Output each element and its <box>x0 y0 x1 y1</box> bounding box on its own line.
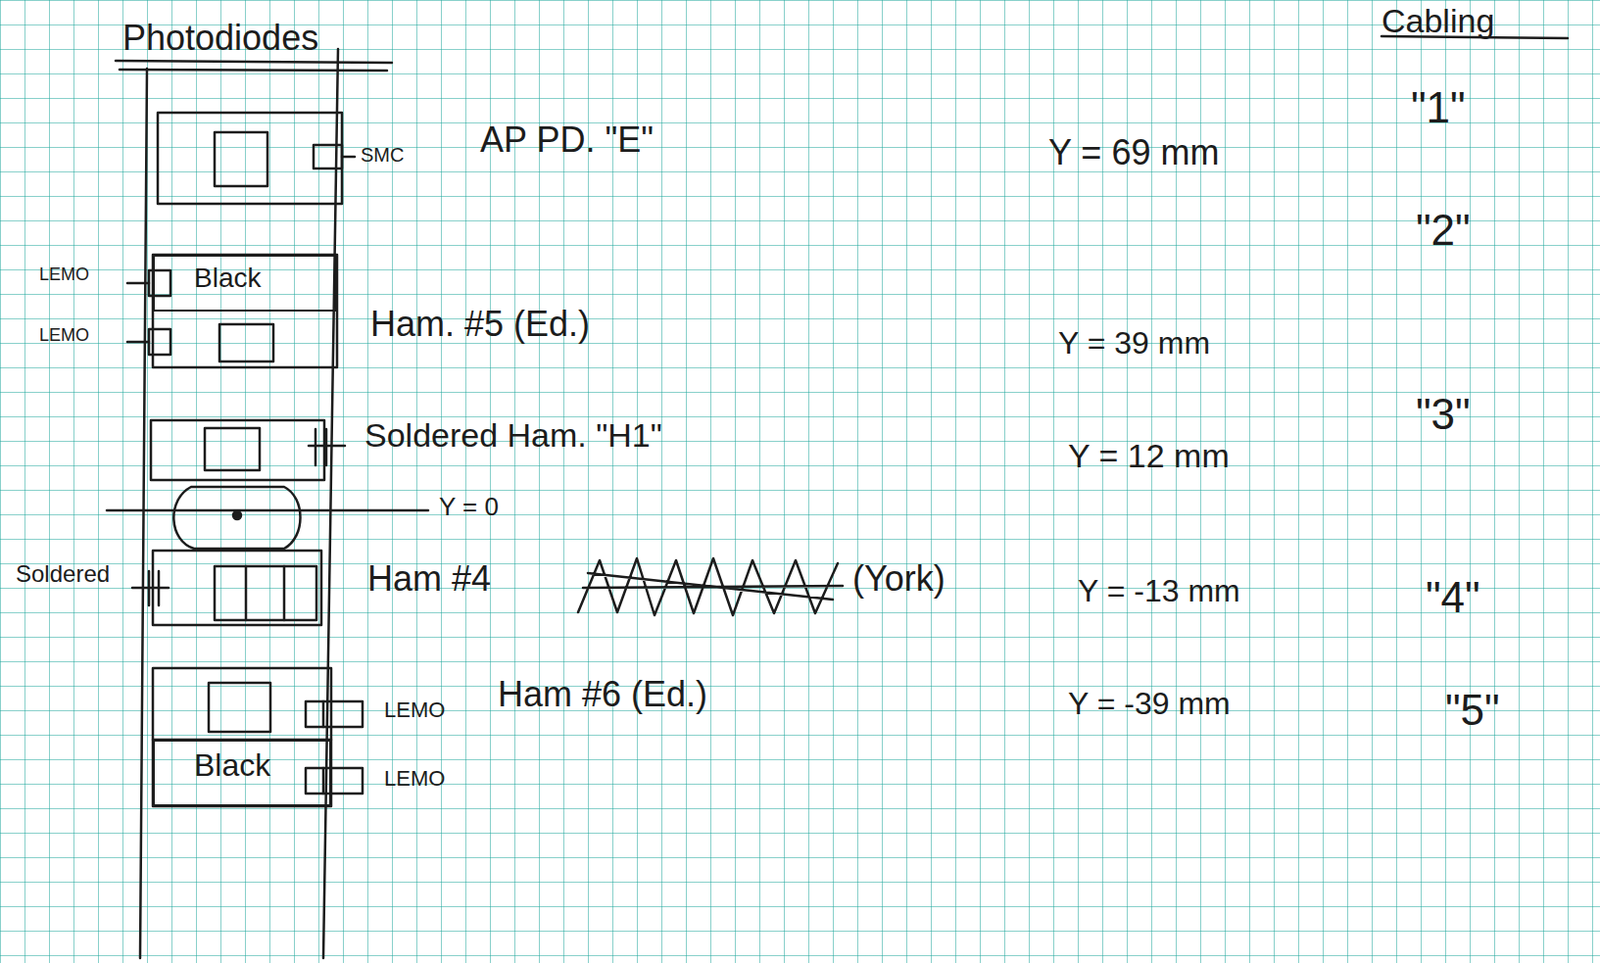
note-label: AP PD. "E" <box>480 119 654 160</box>
note-label: LEMO <box>39 325 90 346</box>
label-box: Black <box>152 254 338 312</box>
sketch-line <box>147 571 151 606</box>
sketch-line <box>119 69 388 71</box>
sketch-line <box>106 509 429 513</box>
note-label: LEMO <box>384 697 445 723</box>
note-label: (York) <box>852 558 946 599</box>
note-label: "2" <box>1415 205 1471 256</box>
sketch-line <box>323 48 339 959</box>
page-title: Photodiodes <box>122 17 319 58</box>
sketch-line <box>152 550 322 626</box>
sketch-line <box>325 429 329 466</box>
note-label: Y = 0 <box>438 492 499 523</box>
sketch-line <box>157 112 342 204</box>
note-label: "4" <box>1425 573 1481 624</box>
sketch-line <box>341 155 355 159</box>
note-label: Cabling <box>1381 1 1495 41</box>
sketch-line <box>115 60 392 63</box>
sketch-line <box>283 566 287 621</box>
sketch-line <box>150 420 325 481</box>
note-label: Y = 69 mm <box>1048 132 1219 173</box>
sketch-line <box>157 571 161 606</box>
note-label: Ham #6 (Ed.) <box>497 674 708 715</box>
sketch-line <box>152 668 332 807</box>
sketch-line <box>322 768 326 794</box>
note-label: Soldered Ham. "H1" <box>364 416 663 455</box>
sketch-line <box>244 566 248 621</box>
note-label: "1" <box>1410 83 1466 134</box>
note-label: SMC <box>360 144 404 167</box>
sketch-line <box>214 132 268 187</box>
sketch-line <box>313 145 342 169</box>
box-text: Black <box>193 262 261 294</box>
note-label: Y = 12 mm <box>1067 436 1230 476</box>
note-label: Y = -13 mm <box>1077 573 1241 610</box>
sketch-line <box>578 558 843 616</box>
note-label: Y = 39 mm <box>1058 325 1211 362</box>
sketch-line <box>322 701 326 728</box>
sketch-line <box>214 566 317 621</box>
note-label: Ham #4 <box>367 558 491 599</box>
sketch-line <box>127 282 149 286</box>
sketch-line <box>219 324 274 362</box>
label-box: Black <box>152 739 332 807</box>
note-label: LEMO <box>39 264 90 286</box>
sketch-line <box>152 254 338 368</box>
note-label: "3" <box>1415 389 1471 440</box>
note-label: Y = -39 mm <box>1067 685 1231 723</box>
sketch-line <box>132 586 169 590</box>
sketch-line <box>127 340 149 344</box>
sketch-line <box>106 36 1568 959</box>
note-label: Soldered <box>15 560 110 588</box>
note-label: Ham. #5 (Ed.) <box>370 303 590 344</box>
sketch-line <box>305 701 363 728</box>
sketch-line <box>204 428 260 471</box>
sketch-line <box>305 768 363 794</box>
sketch-line <box>140 68 147 959</box>
sketch-line <box>173 486 300 549</box>
sketch-line <box>314 429 318 466</box>
note-label: LEMO <box>384 766 445 791</box>
note-label: "5" <box>1445 685 1501 736</box>
sketch-line <box>148 329 171 355</box>
sketch-line <box>233 511 242 520</box>
box-text: Black <box>193 747 271 784</box>
sketch-line <box>208 682 271 732</box>
